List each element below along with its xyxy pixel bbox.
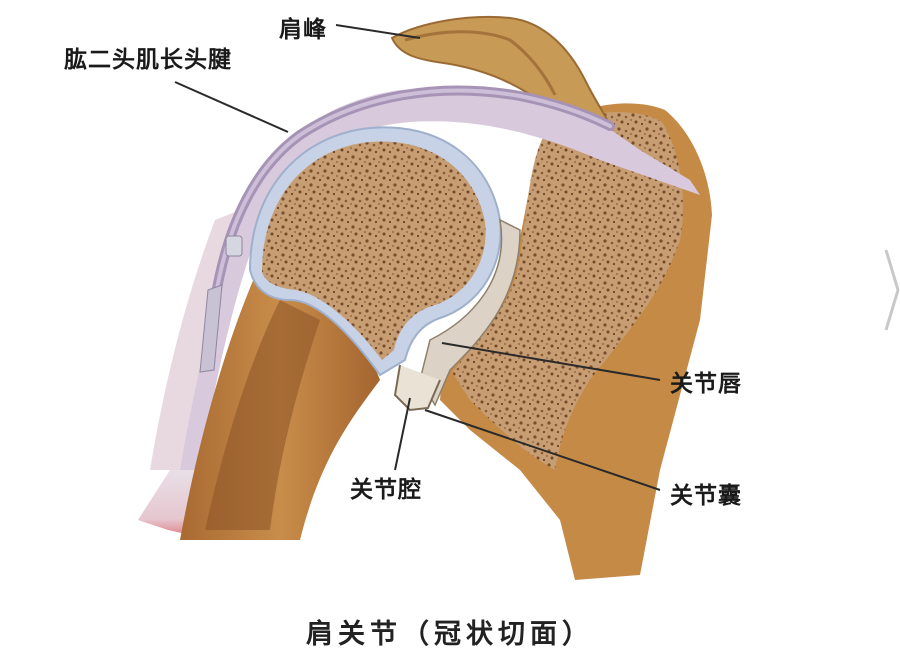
leader-biceps	[174, 81, 289, 133]
label-joint-capsule: 关节囊	[670, 483, 742, 509]
scapula	[440, 103, 712, 580]
acromion	[390, 15, 612, 127]
leader-acromion	[335, 24, 421, 39]
label-glenoid-labrum: 关节唇	[670, 371, 742, 397]
figure-caption: 肩关节（冠状切面）	[306, 619, 594, 650]
leader-cavity	[394, 397, 411, 471]
chevron-right-icon	[884, 249, 900, 331]
label-biceps-long-head-tendon: 肱二头肌长头腱	[64, 47, 232, 73]
glenoid-labrum	[419, 218, 521, 407]
humerus-shaft	[180, 260, 380, 540]
label-acromion: 肩峰	[279, 17, 327, 43]
leader-labrum	[441, 342, 661, 381]
humeral-head	[248, 126, 502, 377]
leader-lines	[174, 24, 661, 491]
leader-capsule	[424, 409, 661, 491]
label-joint-cavity: 关节腔	[350, 477, 422, 503]
joint-capsule	[393, 364, 441, 412]
biceps-tendon	[199, 85, 615, 373]
